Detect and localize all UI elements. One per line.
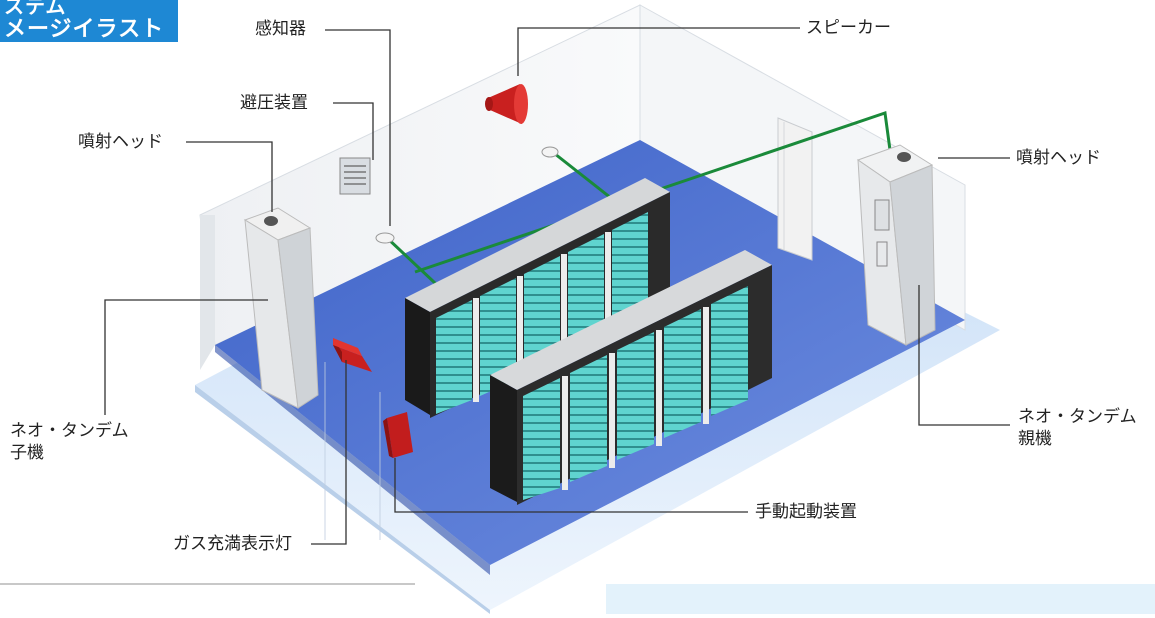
label-speaker: スピーカー bbox=[806, 18, 891, 38]
badge-line2: メージイラスト bbox=[4, 17, 165, 42]
label-gas-lamp: ガス充満表示灯 bbox=[173, 534, 292, 554]
badge-line1: ステム bbox=[4, 0, 67, 18]
label-child-unit-line1: ネオ・タンデム bbox=[10, 421, 129, 441]
manual-start-device-icon bbox=[383, 412, 413, 458]
server-rack-row-front bbox=[490, 250, 772, 505]
neo-tandem-parent-unit bbox=[856, 144, 936, 346]
bottom-right-panel bbox=[606, 584, 1155, 614]
label-parent-unit-line2: 親機 bbox=[1018, 429, 1052, 449]
door bbox=[777, 117, 813, 261]
label-nozzle-left: 噴射ヘッド bbox=[78, 132, 163, 152]
pressure-relief-vent bbox=[339, 157, 371, 195]
label-manual-start: 手動起動装置 bbox=[755, 502, 857, 522]
label-nozzle-right: 噴射ヘッド bbox=[1016, 148, 1101, 168]
label-parent-unit: ネオ・タンデム 親機 bbox=[1018, 406, 1137, 450]
leader-lines bbox=[104, 27, 1010, 545]
neo-tandem-child-unit bbox=[243, 207, 319, 409]
label-child-unit: ネオ・タンデム 子機 bbox=[10, 420, 129, 464]
speaker-icon bbox=[485, 84, 528, 124]
label-child-unit-line2: 子機 bbox=[10, 443, 44, 463]
label-parent-unit-line1: ネオ・タンデム bbox=[1018, 407, 1137, 427]
label-pressure-relief: 避圧装置 bbox=[240, 93, 308, 113]
label-detector: 感知器 bbox=[255, 19, 306, 39]
section-badge: ステム メージイラスト bbox=[0, 0, 178, 42]
gas-lamp-icon bbox=[333, 338, 372, 372]
